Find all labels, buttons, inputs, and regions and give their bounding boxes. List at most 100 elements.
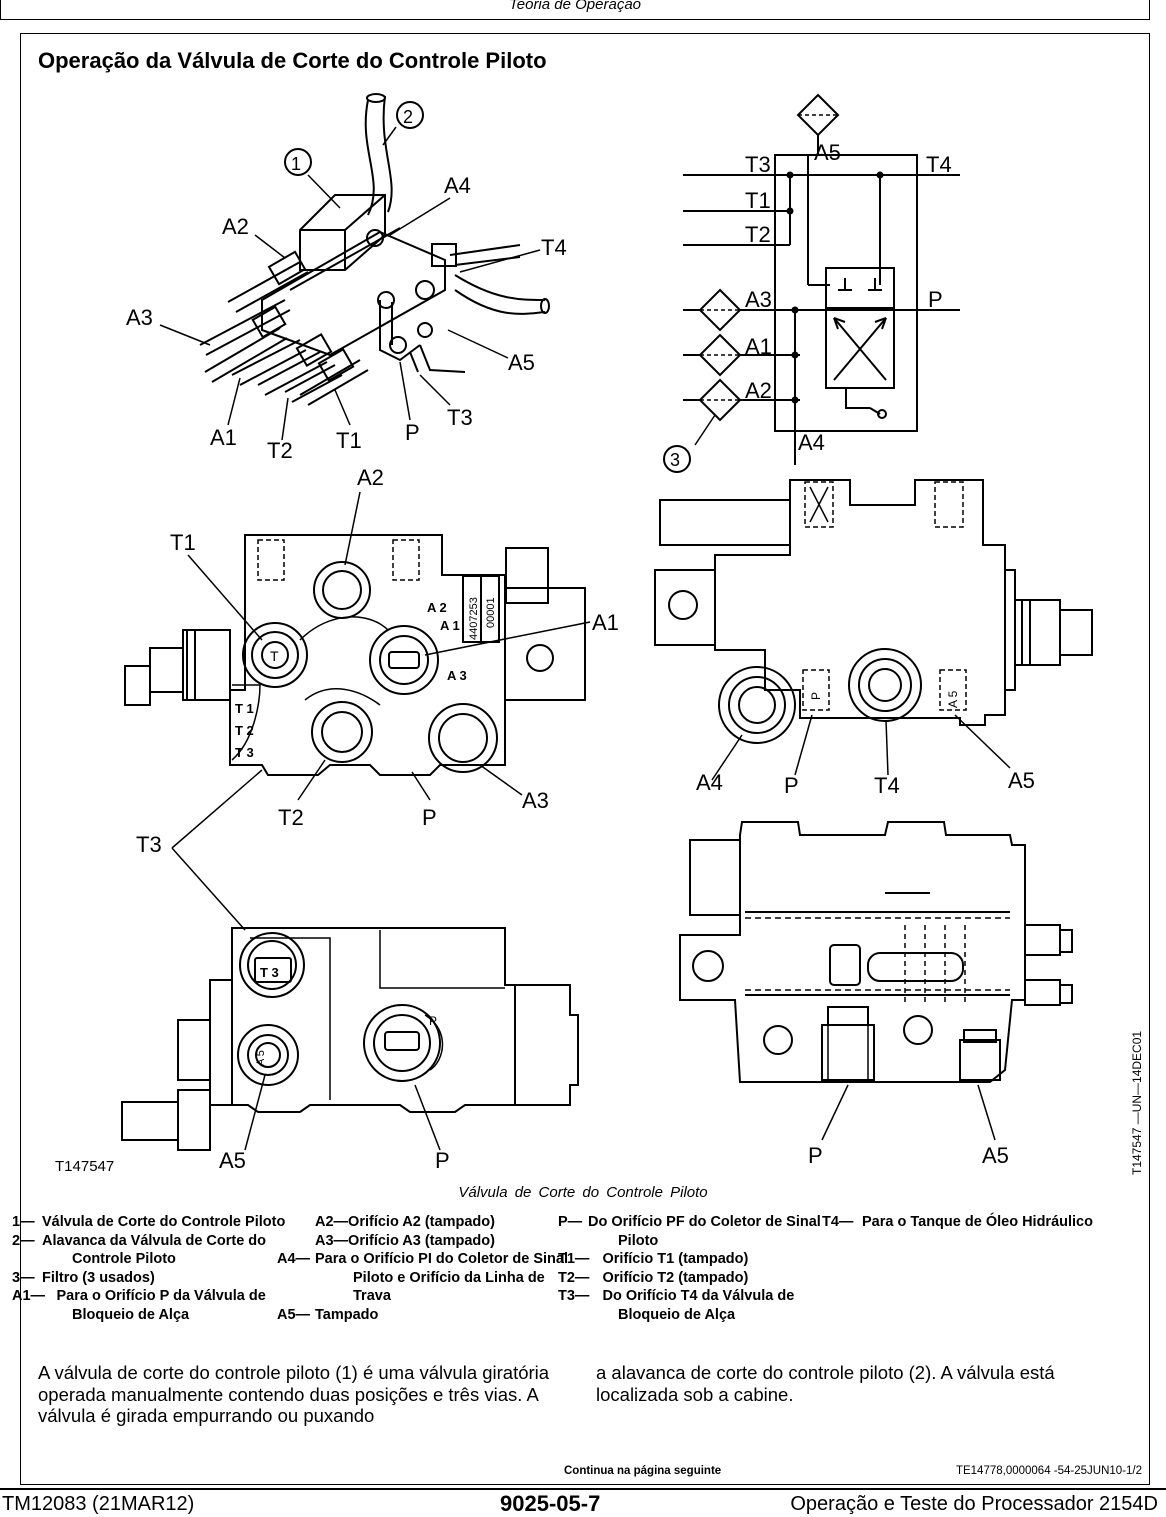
- legend-item: P—Do Orifício PF do Coletor de Sinal Pil…: [558, 1214, 821, 1249]
- label-side-a4: A4: [696, 770, 723, 795]
- label-iso-t4: T4: [541, 235, 567, 260]
- label-iso-a4: A4: [444, 173, 471, 198]
- side-block-view: [654, 479, 1093, 781]
- legend-key: T2—: [558, 1269, 590, 1286]
- legend-column-3: P—Do Orifício PF do Coletor de Sinal Pil…: [558, 1213, 858, 1324]
- label-iso-a2: A2: [222, 214, 249, 239]
- label-sch-p: P: [928, 287, 943, 312]
- stamp-a1: A 1: [440, 618, 460, 633]
- hydraulic-schematic: [663, 93, 960, 473]
- stamp-bottom-p: P: [429, 1014, 437, 1028]
- legend-item: T2— Orifício T2 (tampado): [558, 1269, 858, 1288]
- bottom-divider: [0, 1488, 1166, 1490]
- stamp-t3: T 3: [235, 745, 254, 760]
- label-front-t1: T1: [170, 530, 196, 555]
- page-title: Operação da Válvula de Corte do Controle…: [38, 48, 547, 73]
- label-front-a1: A1: [592, 610, 619, 635]
- label-iso-p: P: [405, 420, 420, 445]
- legend-item: 3—Filtro (3 usados): [12, 1269, 155, 1286]
- legend-text: Do Orifício T4 da Válvula de Bloqueio de…: [602, 1288, 795, 1323]
- label-front-a3: A3: [522, 788, 549, 813]
- header-title: Teoria de Operação: [508, 0, 642, 13]
- legend-text: Para o Orifício PI do Coletor de Sinal P…: [315, 1251, 568, 1304]
- stamp-serial-b: 00001: [485, 597, 497, 628]
- legend-key: T1—: [558, 1251, 590, 1267]
- label-front-t3: T3: [136, 832, 162, 857]
- legend-text: Orifício A2 (tampado): [348, 1214, 495, 1230]
- label-sch-t2: T2: [745, 222, 771, 247]
- label-iso-a5: A5: [508, 350, 535, 375]
- legend-text: Para o Tanque de Óleo Hidráulico: [862, 1214, 1093, 1230]
- label-sch-a1: A1: [745, 334, 772, 359]
- legend-item: 2—Alavanca da Válvula de Corte do Contro…: [12, 1232, 267, 1268]
- legend-item: A2—Orifício A2 (tampado): [315, 1213, 585, 1232]
- stamp-t1: T 1: [235, 701, 254, 716]
- legend-text: Para o Orifício P da Válvula de Bloqueio…: [56, 1288, 266, 1323]
- label-front-p: P: [422, 805, 437, 830]
- legend-text: Orifício T2 (tampado): [602, 1269, 749, 1286]
- section-title: Operação e Teste do Processador 2154D: [790, 1493, 1158, 1515]
- stamp-bottom-t3: T 3: [260, 965, 279, 980]
- page-number: 9025-05-7: [500, 1491, 601, 1516]
- legend-item: A3—Orifício A3 (tampado): [315, 1232, 585, 1251]
- label-front-t2: T2: [278, 805, 304, 830]
- label-bottomside-a5: A5: [982, 1143, 1009, 1168]
- header-box: Teoria de Operação: [0, 0, 1150, 20]
- callout-1: 1: [291, 154, 301, 174]
- figure-id: T147547: [55, 1158, 114, 1175]
- figure-caption: Válvula de Corte do Controle Piloto: [458, 1184, 708, 1201]
- legend-key: T3—: [558, 1288, 590, 1304]
- legend-column-2: A2—Orifício A2 (tampado)A3—Orifício A3 (…: [277, 1213, 585, 1324]
- body-left-paragraph: A válvula de corte do controle piloto (1…: [38, 1362, 550, 1426]
- stamp-bottom-a5: A 5: [255, 1050, 267, 1066]
- label-bottom-a5: A5: [219, 1148, 246, 1173]
- legend-text: Tampado: [315, 1306, 379, 1323]
- legend-text: Orifício A3 (tampado): [348, 1232, 495, 1249]
- doc-code: TM12083 (21MAR12): [2, 1493, 195, 1515]
- legend-item: T3— Do Orifício T4 da Válvula de Bloqueio…: [558, 1287, 858, 1324]
- label-sch-a5: A5: [814, 140, 841, 165]
- label-iso-t1: T1: [336, 428, 362, 453]
- label-iso-a3: A3: [126, 305, 153, 330]
- content-frame: [20, 33, 1150, 1485]
- bottom-side-view: [679, 821, 1073, 1141]
- legend-item: A4—Para o Orifício PI do Coletor de Sina…: [277, 1251, 568, 1304]
- legend-key: A3—: [315, 1232, 349, 1249]
- label-side-p: P: [784, 773, 799, 798]
- legend-item: T4—Para o Tanque de Óleo Hidráulico: [822, 1214, 1093, 1230]
- label-sch-a4: A4: [798, 430, 825, 455]
- legend-text: Do Orifício PF do Coletor de Sinal Pilot…: [588, 1214, 821, 1249]
- body-right-paragraph: a alavanca de corte do controle piloto (…: [596, 1362, 1055, 1405]
- legend-item: A5—Tampado: [277, 1306, 379, 1323]
- legend-text: Orifício T1 (tampado): [602, 1251, 749, 1267]
- reference-code: TE14778,0000064 -54-25JUN10-1/2: [955, 1465, 1142, 1477]
- label-sch-a3: A3: [745, 287, 772, 312]
- figure-side-code: T147547 —UN—14DEC01: [1130, 1031, 1144, 1175]
- callout-3: 3: [670, 450, 680, 470]
- stamp-t2: T 2: [235, 723, 254, 738]
- legend-text: Filtro (3 usados): [42, 1269, 155, 1286]
- label-iso-t3: T3: [447, 405, 473, 430]
- label-sch-a2: A2: [745, 378, 772, 403]
- legend-column-4: T4—Para o Tanque de Óleo Hidráulico: [822, 1213, 1122, 1232]
- stamp-a2: A 2: [427, 600, 447, 615]
- label-front-a2: A2: [357, 465, 384, 490]
- label-iso-t2: T2: [267, 438, 293, 463]
- legend-item: 1—Válvula de Corte do Controle Piloto: [12, 1214, 286, 1230]
- legend-item: A1—Para o Orifício P da Válvula de Bloqu…: [12, 1287, 312, 1324]
- stamp-serial-a: 4407253: [468, 597, 480, 640]
- stamp-t-circle: T: [270, 648, 279, 664]
- legend-item: T1— Orifício T1 (tampado): [558, 1250, 858, 1269]
- stamp-side-a5: A 5: [946, 690, 960, 708]
- label-bottomside-p: P: [808, 1143, 823, 1168]
- legend-text: Válvula de Corte do Controle Piloto: [42, 1214, 286, 1230]
- legend-key: A2—: [315, 1214, 349, 1230]
- label-iso-a1: A1: [210, 425, 237, 450]
- label-bottom-p: P: [435, 1148, 450, 1173]
- label-sch-t4: T4: [926, 152, 952, 177]
- callout-2: 2: [403, 107, 413, 127]
- front-block-view: [124, 491, 591, 931]
- isometric-view: [159, 93, 550, 441]
- label-side-t4: T4: [874, 773, 900, 798]
